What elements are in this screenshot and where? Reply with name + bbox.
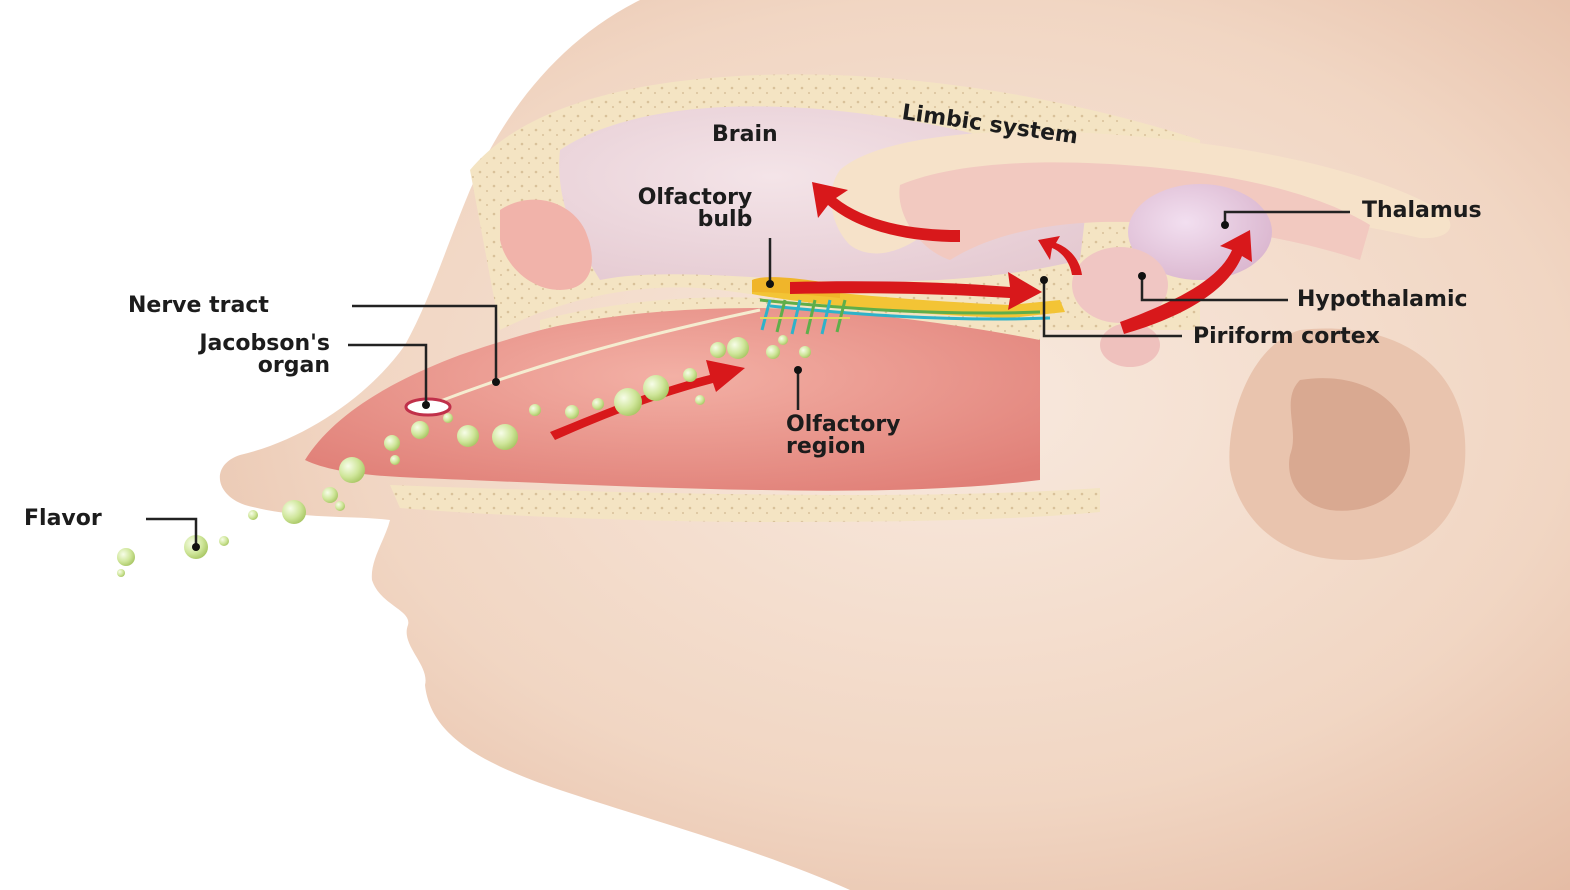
label-olfactory-bulb-line1: Olfactory: [605, 187, 785, 209]
label-olfactory-region: Olfactory region: [786, 414, 901, 458]
label-olfactory-bulb-line2: bulb: [605, 209, 785, 231]
label-thalamus: Thalamus: [1362, 200, 1482, 222]
label-piriform-cortex: Piriform cortex: [1193, 326, 1380, 348]
label-olfactory-region-line2: region: [786, 436, 901, 458]
label-jacobsons-organ-line1: Jacobson's: [100, 333, 330, 355]
label-nerve-tract: Nerve tract: [128, 295, 269, 317]
label-brain: Brain: [712, 124, 778, 146]
label-jacobsons-organ-line2: organ: [100, 355, 330, 377]
label-olfactory-region-line1: Olfactory: [786, 414, 901, 436]
label-flavor: Flavor: [24, 508, 102, 530]
label-hypothalamic: Hypothalamic: [1297, 289, 1468, 311]
label-jacobsons-organ: Jacobson's organ: [100, 333, 330, 377]
label-olfactory-bulb: Olfactory bulb: [605, 187, 785, 231]
